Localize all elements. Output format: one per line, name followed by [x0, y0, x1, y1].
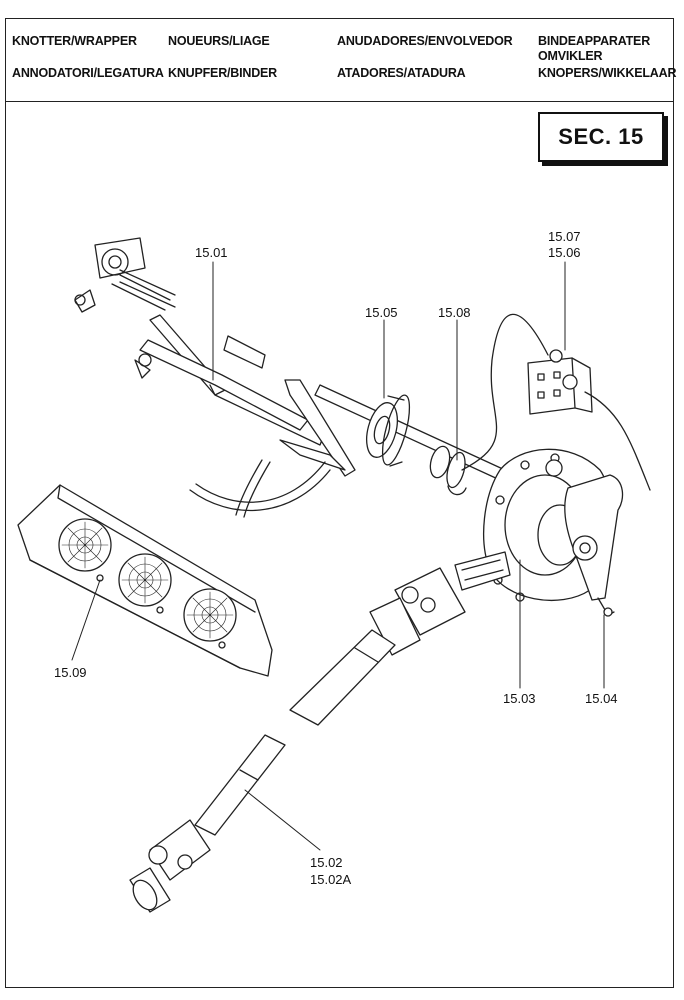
- header-title-it: ANNODATORI/LEGATURA: [12, 66, 164, 80]
- page-frame: [5, 18, 674, 988]
- callout-15-08: 15.08: [438, 305, 471, 320]
- leader-lines: [71, 261, 605, 851]
- upper-universal-joint: [369, 551, 511, 656]
- callout-15-04: 15.04: [585, 691, 618, 706]
- lever-arm: [564, 474, 624, 617]
- shield-panel: [17, 484, 273, 677]
- shaft-collar: [429, 445, 467, 496]
- knotter-frame-assembly: [74, 237, 356, 518]
- callout-15-02: 15.02: [310, 855, 343, 870]
- header-title-sv: OMVIKLER: [538, 49, 603, 63]
- header-title-en: KNOTTER/WRAPPER: [12, 34, 137, 48]
- callout-15-05: 15.05: [365, 305, 398, 320]
- callout-15-03: 15.03: [503, 691, 536, 706]
- section-label: SEC. 15: [558, 124, 644, 149]
- header-title-fr: NOUEURS/LIAGE: [168, 34, 270, 48]
- callout-15-01: 15.01: [195, 245, 228, 260]
- header-title-da: BINDEAPPARATER: [538, 34, 651, 48]
- header-title-de: KNUPFER/BINDER: [168, 66, 278, 80]
- bearing-ratchet: [366, 394, 411, 467]
- section-badge: SEC. 15: [538, 112, 664, 162]
- callout-15-02a: 15.02A: [310, 872, 352, 887]
- switch-assembly: [461, 313, 651, 491]
- callout-15-06: 15.06: [548, 245, 581, 260]
- callout-15-09: 15.09: [54, 665, 87, 680]
- header-title-es: ANUDADORES/ENVOLVEDOR: [337, 34, 513, 48]
- telescopic-driveshaft: [129, 629, 396, 913]
- callout-15-07: 15.07: [548, 229, 581, 244]
- header-title-nl: KNOPERS/WIKKELAAR: [538, 66, 677, 80]
- header-divider: [5, 101, 674, 102]
- header-title-pt: ATADORES/ATADURA: [337, 66, 466, 80]
